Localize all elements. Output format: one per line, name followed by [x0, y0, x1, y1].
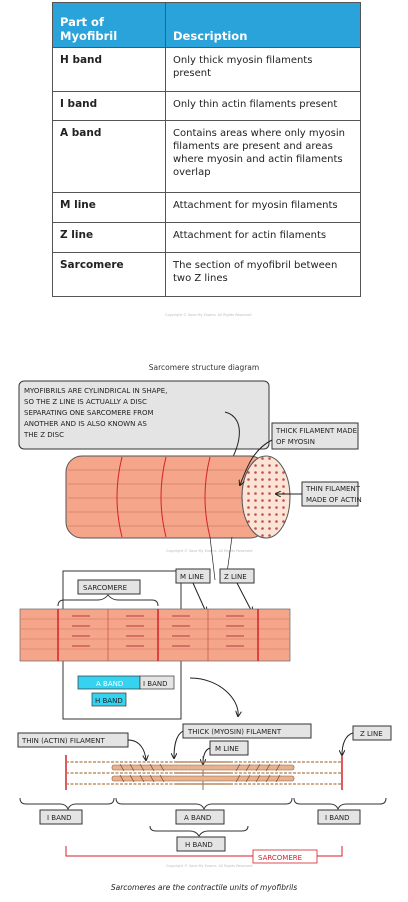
filament-detail: [65, 755, 343, 790]
svg-text:THIN FILAMENT: THIN FILAMENT: [305, 485, 361, 493]
svg-text:ANOTHER AND IS ALSO KNOWN AS: ANOTHER AND IS ALSO KNOWN AS: [24, 420, 147, 428]
svg-text:H BAND: H BAND: [95, 697, 123, 705]
svg-text:Z LINE: Z LINE: [224, 573, 247, 581]
svg-text:THICK (MYOSIN) FILAMENT: THICK (MYOSIN) FILAMENT: [187, 728, 282, 736]
diagram-copyright-2: Copyright © Save My Exams. All Rights Re…: [166, 864, 253, 868]
row-part: I band: [52, 91, 166, 121]
figure-caption: Sarcomeres are the contractile units of …: [110, 883, 298, 892]
row-part: H band: [52, 47, 166, 92]
i-band-box: I BAND: [139, 675, 175, 690]
svg-text:THICK FILAMENT MADE: THICK FILAMENT MADE: [275, 427, 357, 435]
h-band-box: H BAND: [91, 692, 127, 707]
svg-text:THE Z DISC: THE Z DISC: [23, 431, 64, 439]
i-band-label-left: I BAND: [39, 809, 83, 825]
table-copyright: Copyright © Save My Exams. All Rights Re…: [165, 313, 252, 317]
svg-text:SEPARATING ONE SARCOMERE FROM: SEPARATING ONE SARCOMERE FROM: [24, 409, 154, 417]
z-line-label-2: Z LINE: [352, 725, 392, 741]
svg-text:A BAND: A BAND: [184, 814, 211, 822]
header-description: Description: [165, 2, 361, 48]
svg-text:H BAND: H BAND: [185, 841, 213, 849]
row-part: Z line: [52, 222, 166, 253]
myofibril-cylinder: [65, 455, 291, 539]
svg-text:SARCOMERE: SARCOMERE: [83, 584, 127, 592]
svg-text:M LINE: M LINE: [215, 745, 239, 753]
m-line-label-2: M LINE: [209, 740, 249, 756]
svg-text:Z LINE: Z LINE: [360, 730, 383, 738]
svg-text:MADE OF ACTIN: MADE OF ACTIN: [306, 496, 362, 504]
row-description: Only thin actin filaments present: [165, 91, 361, 121]
i-band-label-right: I BAND: [317, 809, 361, 825]
a-band-box: A BAND: [77, 675, 141, 690]
thin-filament-label: THIN FILAMENT MADE OF ACTIN: [301, 481, 362, 507]
header-part: Part of Myofibril: [52, 2, 166, 48]
svg-text:THIN (ACTIN) FILAMENT: THIN (ACTIN) FILAMENT: [21, 737, 106, 745]
diagram-copyright: Copyright © Save My Exams. All Rights Re…: [166, 549, 253, 553]
thin-actin-label: THIN (ACTIN) FILAMENT: [17, 732, 129, 748]
row-description: Only thick myosin filaments present: [165, 47, 361, 92]
row-description: Attachment for actin filaments: [165, 222, 361, 253]
row-description: Contains areas where only myosin filamen…: [165, 120, 361, 193]
row-part: Sarcomere: [52, 252, 166, 297]
a-band-label: A BAND: [175, 809, 225, 825]
svg-text:OF MYOSIN: OF MYOSIN: [276, 438, 315, 446]
svg-text:M LINE: M LINE: [180, 573, 204, 581]
svg-text:SO THE Z LINE IS ACTUALLY A DI: SO THE Z LINE IS ACTUALLY A DISC: [24, 398, 147, 406]
myofibril-callout: MYOFIBRILS ARE CYLINDRICAL IN SHAPE, SO …: [18, 380, 270, 450]
svg-text:I BAND: I BAND: [325, 814, 350, 822]
svg-text:A BAND: A BAND: [96, 680, 123, 688]
m-line-label: M LINE: [175, 568, 211, 584]
z-line-label: Z LINE: [219, 568, 255, 584]
row-description: The section of myofibril between two Z l…: [165, 252, 361, 297]
svg-text:SARCOMERE: SARCOMERE: [258, 854, 302, 862]
svg-text:I BAND: I BAND: [143, 680, 168, 688]
thick-filament-label: THICK FILAMENT MADE OF MYOSIN: [271, 422, 359, 450]
diagram-title: Sarcomere structure diagram: [148, 363, 260, 372]
h-band-label: H BAND: [176, 836, 226, 852]
sarcomere-bracket: SARCOMERE: [65, 846, 343, 864]
striated-band: [19, 608, 291, 662]
sarcomere-label-top: SARCOMERE: [77, 579, 141, 595]
svg-text:I BAND: I BAND: [47, 814, 72, 822]
row-part: A band: [52, 120, 166, 193]
thick-myosin-label: THICK (MYOSIN) FILAMENT: [182, 723, 312, 739]
myofibril-parts-table: Part of Myofibril Description H band Onl…: [52, 2, 361, 297]
svg-text:MYOFIBRILS ARE CYLINDRICAL IN: MYOFIBRILS ARE CYLINDRICAL IN SHAPE,: [24, 387, 167, 395]
